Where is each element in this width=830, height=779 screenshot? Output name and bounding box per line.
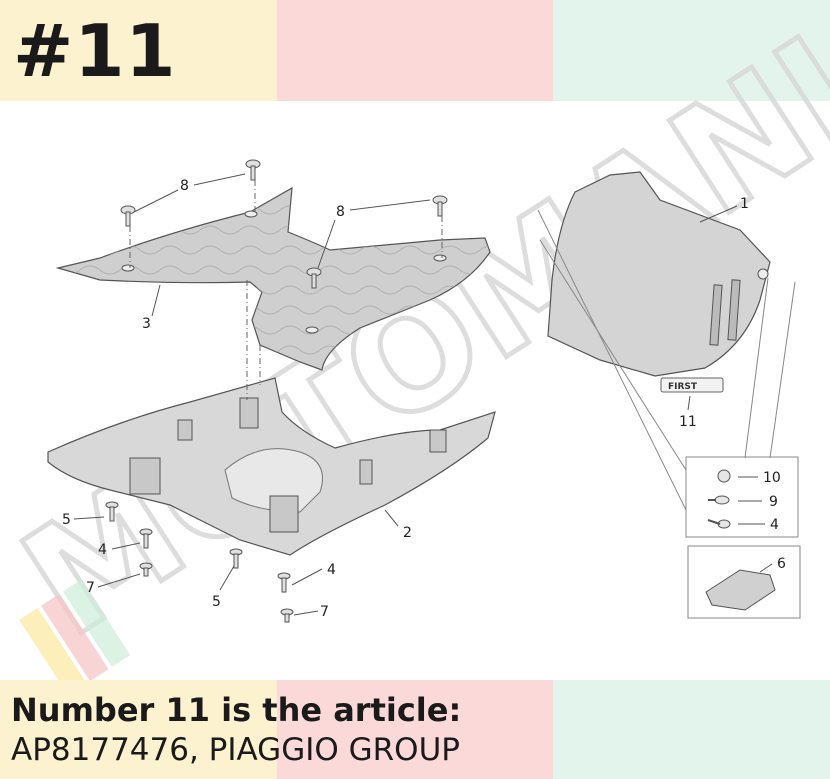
callout-4-center: 4 <box>327 562 336 578</box>
caption-title: Number 11 is the article: <box>11 691 462 729</box>
clip-box <box>687 545 801 619</box>
screws-lower <box>105 501 294 623</box>
callout-4-box: 4 <box>770 517 779 533</box>
header-color-band <box>0 0 830 101</box>
leader-lines <box>537 209 796 511</box>
callout-5-left: 5 <box>62 512 71 528</box>
callout-11: 11 <box>679 414 697 430</box>
band-green <box>553 680 830 779</box>
callout-7-center: 7 <box>320 604 329 620</box>
callout-8-right: 8 <box>336 204 345 220</box>
band-pink <box>277 0 553 101</box>
part-11-badge: FIRST <box>660 377 724 393</box>
callout-10: 10 <box>763 470 781 486</box>
alignment-lines <box>129 180 443 400</box>
callout-3: 3 <box>142 316 151 332</box>
badge-text: FIRST <box>668 382 698 392</box>
footer-color-band <box>0 680 830 779</box>
hardware-box <box>685 456 799 538</box>
callout-leaders <box>73 173 773 616</box>
band-pink <box>277 680 553 779</box>
caption-article: AP8177476, PIAGGIO GROUP <box>11 732 460 768</box>
callout-5-center: 5 <box>212 594 221 610</box>
callout-6: 6 <box>777 556 786 572</box>
part-2-under-tray <box>47 377 496 556</box>
callout-4-left: 4 <box>98 542 107 558</box>
band-yellow <box>0 0 277 101</box>
callout-1: 1 <box>740 196 749 212</box>
callout-9: 9 <box>769 494 778 510</box>
watermark-color-stripes <box>19 579 131 696</box>
screws-8 <box>120 159 448 289</box>
page-number: #11 <box>13 9 177 93</box>
callout-8-left: 8 <box>180 178 189 194</box>
callout-7-left: 7 <box>86 580 95 596</box>
callout-2: 2 <box>403 525 412 541</box>
part-1-rear-cover <box>547 171 771 377</box>
band-yellow <box>0 680 277 779</box>
part-3-footboard <box>55 186 491 371</box>
callout-labels: 8 8 3 1 11 2 5 4 7 5 4 7 10 9 4 6 <box>62 178 786 620</box>
band-green <box>553 0 830 101</box>
